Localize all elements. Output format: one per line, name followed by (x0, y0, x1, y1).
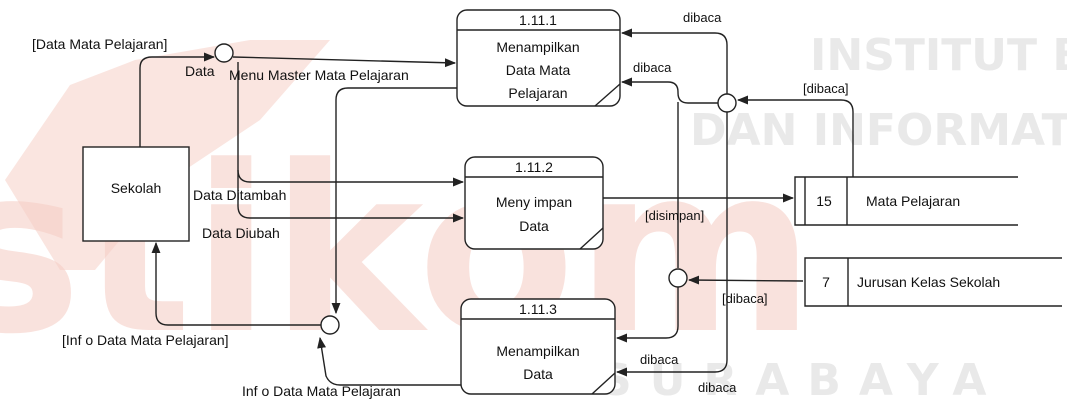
process-id: 1.11.1 (519, 12, 557, 28)
flow-label-dibaca-top: dibaca (683, 10, 722, 25)
flow-junction-right-bottom-to-process-3 (615, 287, 679, 343)
process-id: 1.11.2 (515, 159, 553, 175)
watermark-line-1: INSTITUT BISNIS (810, 30, 1067, 81)
flow-lines (139, 28, 854, 386)
process-line-3: Pelajaran (508, 85, 567, 101)
data-store-label: Jurusan Kelas Sekolah (857, 274, 1000, 290)
flow-label-data: Data (185, 63, 215, 79)
watermark-line-2: DAN INFORMATIKA (690, 105, 1067, 156)
flow-label-data-mata-pelajaran: [Data Mata Pelajaran] (32, 36, 167, 52)
junction-right-bottom (668, 268, 688, 288)
flow-junction-to-process-1 (232, 56, 457, 68)
flow-process-1-to-junction-bottom (331, 87, 457, 315)
flow-label-dibaca-bracket-top: [dibaca] (803, 81, 849, 96)
flow-junction-right-top-to-process-1 (620, 28, 728, 94)
process-line-1: Meny impan (496, 194, 572, 210)
process-1-11-2: 1.11.2 Meny impan Data (464, 156, 604, 250)
process-line-1: Menampilkan (496, 343, 579, 359)
watermark-line-3: SURABAYA (600, 355, 1004, 400)
process-line-2: Data (519, 218, 549, 234)
data-store-id: 15 (816, 193, 832, 209)
data-store-id: 7 (822, 274, 830, 290)
flow-label-dibaca-mid: dibaca (633, 60, 672, 75)
data-store-label: Mata Pelajaran (866, 193, 960, 209)
flow-label-data-ditambah: Data Ditambah (193, 187, 286, 203)
process-id: 1.11.3 (519, 301, 557, 317)
flow-label-info-data: Inf o Data Mata Pelajaran (242, 383, 401, 399)
external-entity-sekolah: Sekolah (82, 146, 190, 242)
process-line-2: Data (523, 366, 553, 382)
data-store-mata-pelajaran: 15 Mata Pelajaran (794, 176, 1018, 226)
flow-junction-bottom-to-sekolah (151, 241, 321, 326)
flow-label-info-data-bracket: [Inf o Data Mata Pelajaran] (62, 332, 229, 348)
flow-junction-right-top-to-process-3 (615, 112, 728, 377)
junction-right-top (717, 93, 737, 113)
flow-label-menu-master: Menu Master Mata Pelajaran (229, 67, 409, 83)
flow-process-3-to-junction-bottom (317, 336, 461, 386)
flow-sekolah-to-junction (139, 52, 216, 147)
flow-label-data-diubah: Data Diubah (202, 225, 280, 241)
process-line-1: Menampilkan (496, 39, 579, 55)
flow-label-dibaca-bracket-bottom: [dibaca] (722, 291, 768, 306)
process-1-11-1: 1.11.1 Menampilkan Data Mata Pelajaran (456, 9, 621, 107)
flow-store-7-to-junction-right-bottom (687, 275, 804, 285)
flow-labels: [Data Mata Pelajaran] Data Menu Master M… (32, 10, 849, 399)
flow-label-dibaca-bottom-2: dibaca (698, 380, 737, 395)
data-store-jurusan-kelas-sekolah: 7 Jurusan Kelas Sekolah (804, 257, 1062, 307)
flow-junction-right-top-to-process-1-b (620, 77, 718, 104)
process-line-2: Data Mata (506, 62, 571, 78)
flow-label-disimpan: [disimpan] (645, 208, 704, 223)
flow-junction-to-process-2-ubah (237, 170, 465, 223)
flow-label-dibaca-bottom-1: dibaca (640, 352, 679, 367)
junction-left-top (214, 43, 234, 63)
junction-left-bottom (320, 315, 340, 335)
flow-store-to-junction-right-top (736, 95, 854, 177)
process-1-11-3: 1.11.3 Menampilkan Data (460, 298, 616, 395)
external-entity-label: Sekolah (111, 180, 162, 196)
